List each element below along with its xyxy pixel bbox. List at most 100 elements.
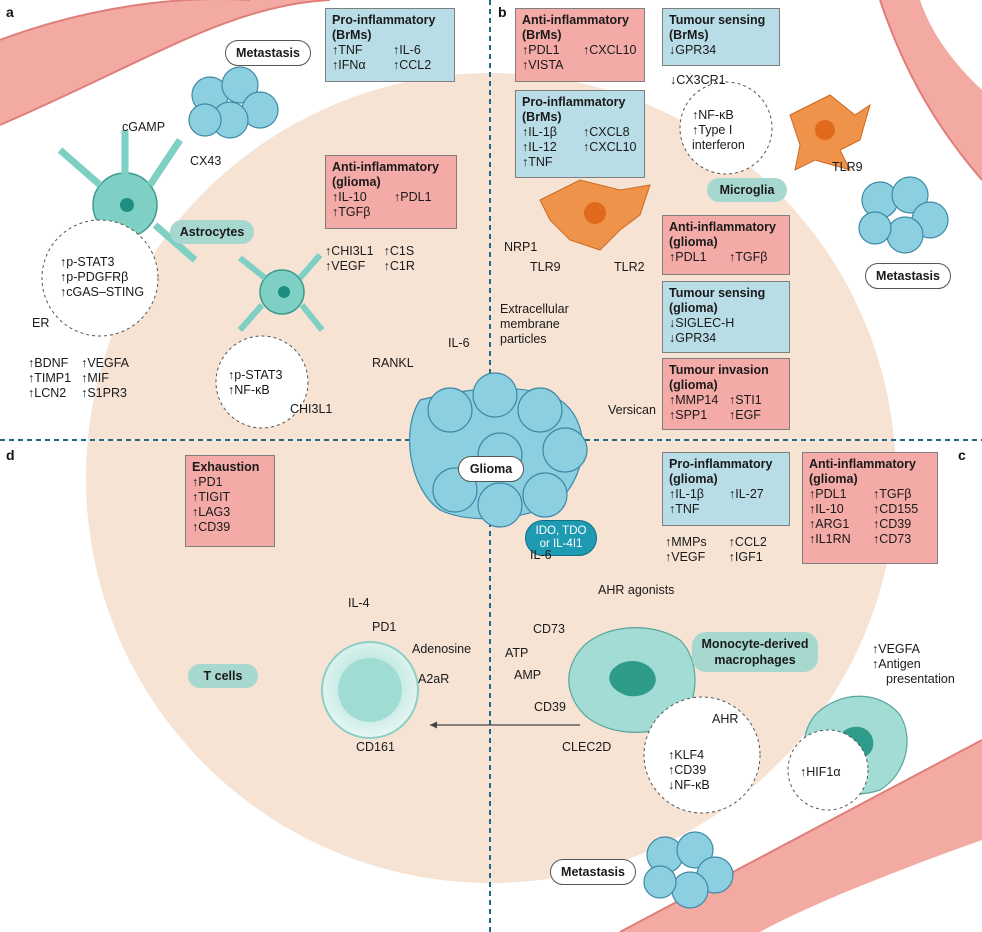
- box-subtitle: (glioma): [809, 472, 858, 486]
- list-item: ↑p-PDGFRβ: [60, 270, 129, 284]
- box-item: ↑IFNα: [332, 58, 366, 72]
- box-item: ↑PDL1: [669, 250, 707, 264]
- box-item: ↑TIGIT: [192, 490, 231, 504]
- list-item: ↓NF-κB: [668, 778, 710, 792]
- label-hif1a: ↑HIF1α: [800, 765, 841, 779]
- list-item: ↑LCN2: [28, 386, 67, 400]
- glioma-label: Glioma: [458, 456, 524, 482]
- panel-letter-c: c: [958, 447, 966, 463]
- box-title: Pro-inflammatory: [332, 13, 436, 27]
- box-title: Anti-inflammatory: [669, 220, 776, 234]
- list-item: ↑NF-κB: [692, 108, 734, 122]
- list-item: ↑VEGF: [325, 259, 366, 273]
- list-item: ↑BDNF: [28, 356, 69, 370]
- box-item: ↑EGF: [729, 408, 761, 422]
- label-il4: IL-4: [348, 596, 370, 610]
- box-item: ↑IL-6: [393, 43, 421, 57]
- list-item: ↑C1R: [383, 259, 415, 273]
- box-item: ↑IL-1β: [669, 487, 704, 501]
- box-item: ↑TNF: [332, 43, 363, 57]
- astrocyte-small: [237, 253, 325, 332]
- label-chi3l1: CHI3L1: [290, 402, 333, 416]
- box-item: ↑PD1: [192, 475, 223, 489]
- microglia-label: Microglia: [707, 178, 787, 202]
- list-item: interferon: [692, 138, 745, 152]
- box-tumour-sensing-glioma-b: Tumour sensing (glioma) ↓SIGLEC-H ↓GPR34: [662, 281, 790, 353]
- metastasis-cluster-b: [858, 176, 949, 254]
- list-item: membrane: [500, 317, 560, 331]
- box-item: ↑CXCL10: [583, 43, 637, 57]
- list-item: Extracellular: [500, 302, 569, 316]
- box-item: ↑TGFβ: [332, 205, 371, 219]
- ido-tdo-il4i1-label: IDO, TDO or IL-4I1: [525, 520, 597, 556]
- box-proinflammatory-brms-a: Pro-inflammatory (BrMs) ↑TNF ↑IL-6 ↑IFNα…: [325, 8, 455, 82]
- label-cx3cr1: ↓CX3CR1: [670, 73, 726, 87]
- list-item: ↑Type I: [692, 123, 733, 137]
- metastasis-cluster-c: [643, 831, 734, 909]
- box-antiinflammatory-brms-b: Anti-inflammatory (BrMs) ↑PDL1 ↑CXCL10 ↑…: [515, 8, 645, 82]
- microglia-b: [539, 179, 651, 251]
- vegfa-antigen-list: ↑VEGFA ↑Antigen presentation: [872, 642, 955, 687]
- label-a2ar: A2aR: [418, 672, 450, 686]
- list-item: ↑VEGFA: [872, 642, 920, 656]
- label-il6-c: IL-6: [530, 548, 552, 562]
- list-item: ↑IGF1: [728, 550, 763, 564]
- list-item: ↑NF-κB: [228, 383, 270, 397]
- box-subtitle: (BrMs): [522, 110, 562, 124]
- box-subtitle: (glioma): [669, 472, 718, 486]
- box-item: ↑CD73: [873, 532, 912, 546]
- box-title: Tumour invasion: [669, 363, 769, 377]
- astrocyte2-circle-list: ↑p-STAT3 ↑NF-κB: [228, 368, 282, 398]
- metastasis-label-c: Metastasis: [550, 859, 636, 885]
- metastasis-label-b: Metastasis: [865, 263, 951, 289]
- ahr-circle-list: ↑KLF4 ↑CD39 ↓NF-κB: [668, 748, 710, 793]
- list-item: ↑KLF4: [668, 748, 705, 762]
- box-item: ↓GPR34: [669, 331, 717, 345]
- box-title: Anti-inflammatory: [332, 160, 439, 174]
- box-item: ↑TGFβ: [729, 250, 768, 264]
- blood-vessel-a: [0, 0, 331, 126]
- box-item: ↑CD155: [873, 502, 919, 516]
- label-atp: ATP: [505, 646, 529, 660]
- box-item: ↑STI1: [729, 393, 762, 407]
- box-item: ↑IL-10: [332, 190, 367, 204]
- label-tlr2: TLR2: [614, 260, 645, 274]
- label-clec2d: CLEC2D: [562, 740, 612, 754]
- list-item: ↑S1PR3: [81, 386, 127, 400]
- box-title: Tumour sensing: [669, 286, 766, 300]
- box-subtitle: (glioma): [669, 301, 718, 315]
- proinflammatory-extra-list: ↑MMPs ↑CCL2 ↑VEGF ↑IGF1: [665, 535, 767, 565]
- microglia-top: [789, 94, 871, 171]
- box-antiinflammatory-glioma-c: Anti-inflammatory (glioma) ↑PDL1 ↑TGFβ ↑…: [802, 452, 938, 564]
- dashed-circles: [41, 81, 869, 814]
- box-item: ↑CD39: [192, 520, 231, 534]
- label-il6-top: IL-6: [448, 336, 470, 350]
- label-nrp1: NRP1: [504, 240, 538, 254]
- box-item: ↑CXCL8: [583, 125, 630, 139]
- box-item: ↑ARG1: [809, 517, 850, 531]
- box-item: ↑IL-27: [729, 487, 764, 501]
- box-antiinflammatory-glioma-b: Anti-inflammatory (glioma) ↑PDL1 ↑TGFβ: [662, 215, 790, 275]
- ecm-particles-label: Extracellular membrane particles: [500, 302, 569, 347]
- box-subtitle: (glioma): [669, 235, 718, 249]
- ido-line1: IDO, TDO: [535, 525, 587, 537]
- label-rankl: RANKL: [372, 356, 414, 370]
- metastasis-label-a: Metastasis: [225, 40, 311, 66]
- blood-vessel-c: [619, 739, 982, 932]
- box-item: ↑IL-10: [809, 502, 844, 516]
- panel-letter-b: b: [498, 4, 507, 20]
- label-cd161: CD161: [356, 740, 395, 754]
- box-subtitle: (BrMs): [522, 28, 562, 42]
- label-cx43: CX43: [190, 154, 222, 168]
- list-item: ↑CCL2: [728, 535, 767, 549]
- astrocytes-label: Astrocytes: [170, 220, 254, 244]
- label-er: ER: [32, 316, 50, 330]
- astrocyte-circle-list: ↑p-STAT3 ↑p-PDGFRβ ↑cGAS–STING: [60, 255, 144, 300]
- label-pd1: PD1: [372, 620, 397, 634]
- box-item: ↑IL-1β: [522, 125, 557, 139]
- box-item: ↑VISTA: [522, 58, 564, 72]
- list-item: ↑CD39: [668, 763, 707, 777]
- box-subtitle: (glioma): [332, 175, 381, 189]
- panel-letter-a: a: [6, 4, 14, 20]
